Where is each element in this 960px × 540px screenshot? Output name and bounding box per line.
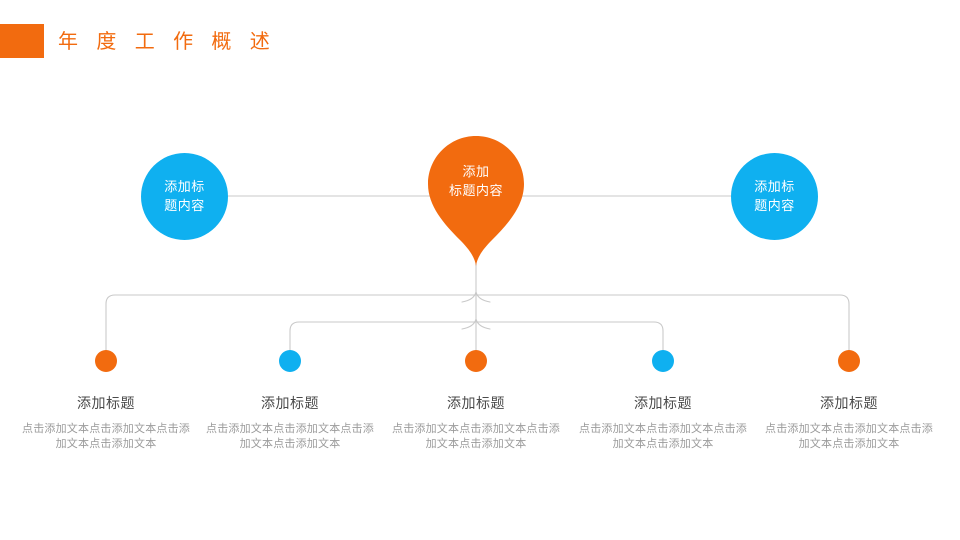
top-node-center[interactable]: 添加 标题内容 [428,136,524,266]
top-node-right-label: 添加标 题内容 [746,178,804,216]
list-item[interactable]: 添加标题 点击添加文本点击添加文本点击添加文本点击添加文本 [570,350,756,451]
item-title: 添加标题 [447,396,505,412]
item-title: 添加标题 [77,396,135,412]
item-body: 点击添加文本点击添加文本点击添加文本点击添加文本 [206,422,374,450]
top-node-center-label-line2: 标题内容 [448,184,503,199]
page-title: 年 度 工 作 概 述 [58,29,276,53]
item-body: 点击添加文本点击添加文本点击添加文本点击添加文本 [765,422,933,450]
top-node-left-label: 添加标 题内容 [156,178,214,216]
outer-bus-flare [461,291,491,303]
item-title: 添加标题 [820,396,878,412]
item-body: 点击添加文本点击添加文本点击添加文本点击添加文本 [392,422,560,450]
top-node-left-label-line2: 题内容 [164,198,205,214]
top-node-left-label-line1: 添加标 [164,179,205,195]
top-node-left[interactable]: 添加标 题内容 [141,153,228,240]
list-item[interactable]: 添加标题 点击添加文本点击添加文本点击添加文本点击添加文本 [13,350,199,451]
title-accent-block [0,24,44,58]
top-node-center-label: 添加 标题内容 [428,163,524,201]
item-body: 点击添加文本点击添加文本点击添加文本点击添加文本 [22,422,190,450]
pin-shape-icon [428,136,524,266]
list-item[interactable]: 添加标题 点击添加文本点击添加文本点击添加文本点击添加文本 [383,350,569,451]
item-dot-icon [838,350,860,372]
item-title: 添加标题 [634,396,692,412]
top-node-right-label-line2: 题内容 [754,198,795,214]
list-item[interactable]: 添加标题 点击添加文本点击添加文本点击添加文本点击添加文本 [197,350,383,451]
item-title: 添加标题 [261,396,319,412]
top-node-right-label-line1: 添加标 [754,179,795,195]
inner-bus-flare [461,318,491,330]
item-dot-icon [95,350,117,372]
item-dot-icon [279,350,301,372]
list-item[interactable]: 添加标题 点击添加文本点击添加文本点击添加文本点击添加文本 [756,350,942,451]
item-body: 点击添加文本点击添加文本点击添加文本点击添加文本 [579,422,747,450]
item-dot-icon [652,350,674,372]
top-node-center-label-line1: 添加 [462,165,490,180]
item-dot-icon [465,350,487,372]
top-node-right[interactable]: 添加标 题内容 [731,153,818,240]
